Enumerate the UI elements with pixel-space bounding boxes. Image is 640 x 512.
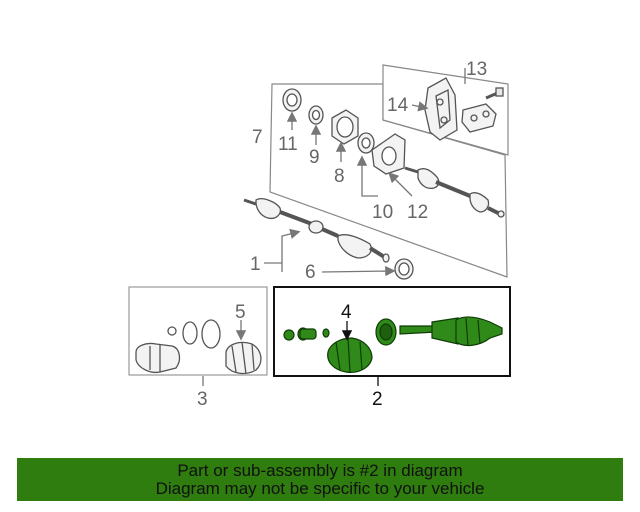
callout-11: 11	[278, 134, 298, 155]
leader-lines-black	[341, 321, 379, 386]
callout-9: 9	[309, 147, 320, 168]
info-banner: Part or sub-assembly is #2 in diagram Di…	[17, 458, 623, 501]
bracket-14-drawing	[424, 77, 504, 141]
callout-12: 12	[407, 202, 428, 223]
callout-6: 6	[305, 262, 316, 283]
callout-7: 7	[252, 127, 263, 148]
axle-1-drawing	[243, 198, 414, 280]
callout-10: 10	[372, 202, 393, 223]
parts-diagram: 7 11 9 8 10 12 13 14 1 6 5 3 4 2	[128, 59, 511, 410]
callout-1: 1	[250, 254, 261, 275]
callout-14: 14	[387, 95, 409, 116]
banner-line-disclaimer: Diagram may not be specific to your vehi…	[155, 478, 485, 498]
callout-3: 3	[197, 389, 208, 410]
callout-4: 4	[341, 302, 352, 323]
part-2-drawing	[283, 316, 503, 373]
assembly-7-parts	[282, 88, 505, 218]
callout-5: 5	[235, 302, 246, 323]
callout-8: 8	[334, 166, 345, 187]
callout-2: 2	[372, 389, 383, 410]
leader-lines-grey	[202, 68, 466, 386]
sub-assembly-3-parts	[135, 319, 262, 375]
callout-13: 13	[466, 59, 487, 80]
banner-line-part: Part or sub-assembly is #2 in diagram	[177, 460, 463, 480]
